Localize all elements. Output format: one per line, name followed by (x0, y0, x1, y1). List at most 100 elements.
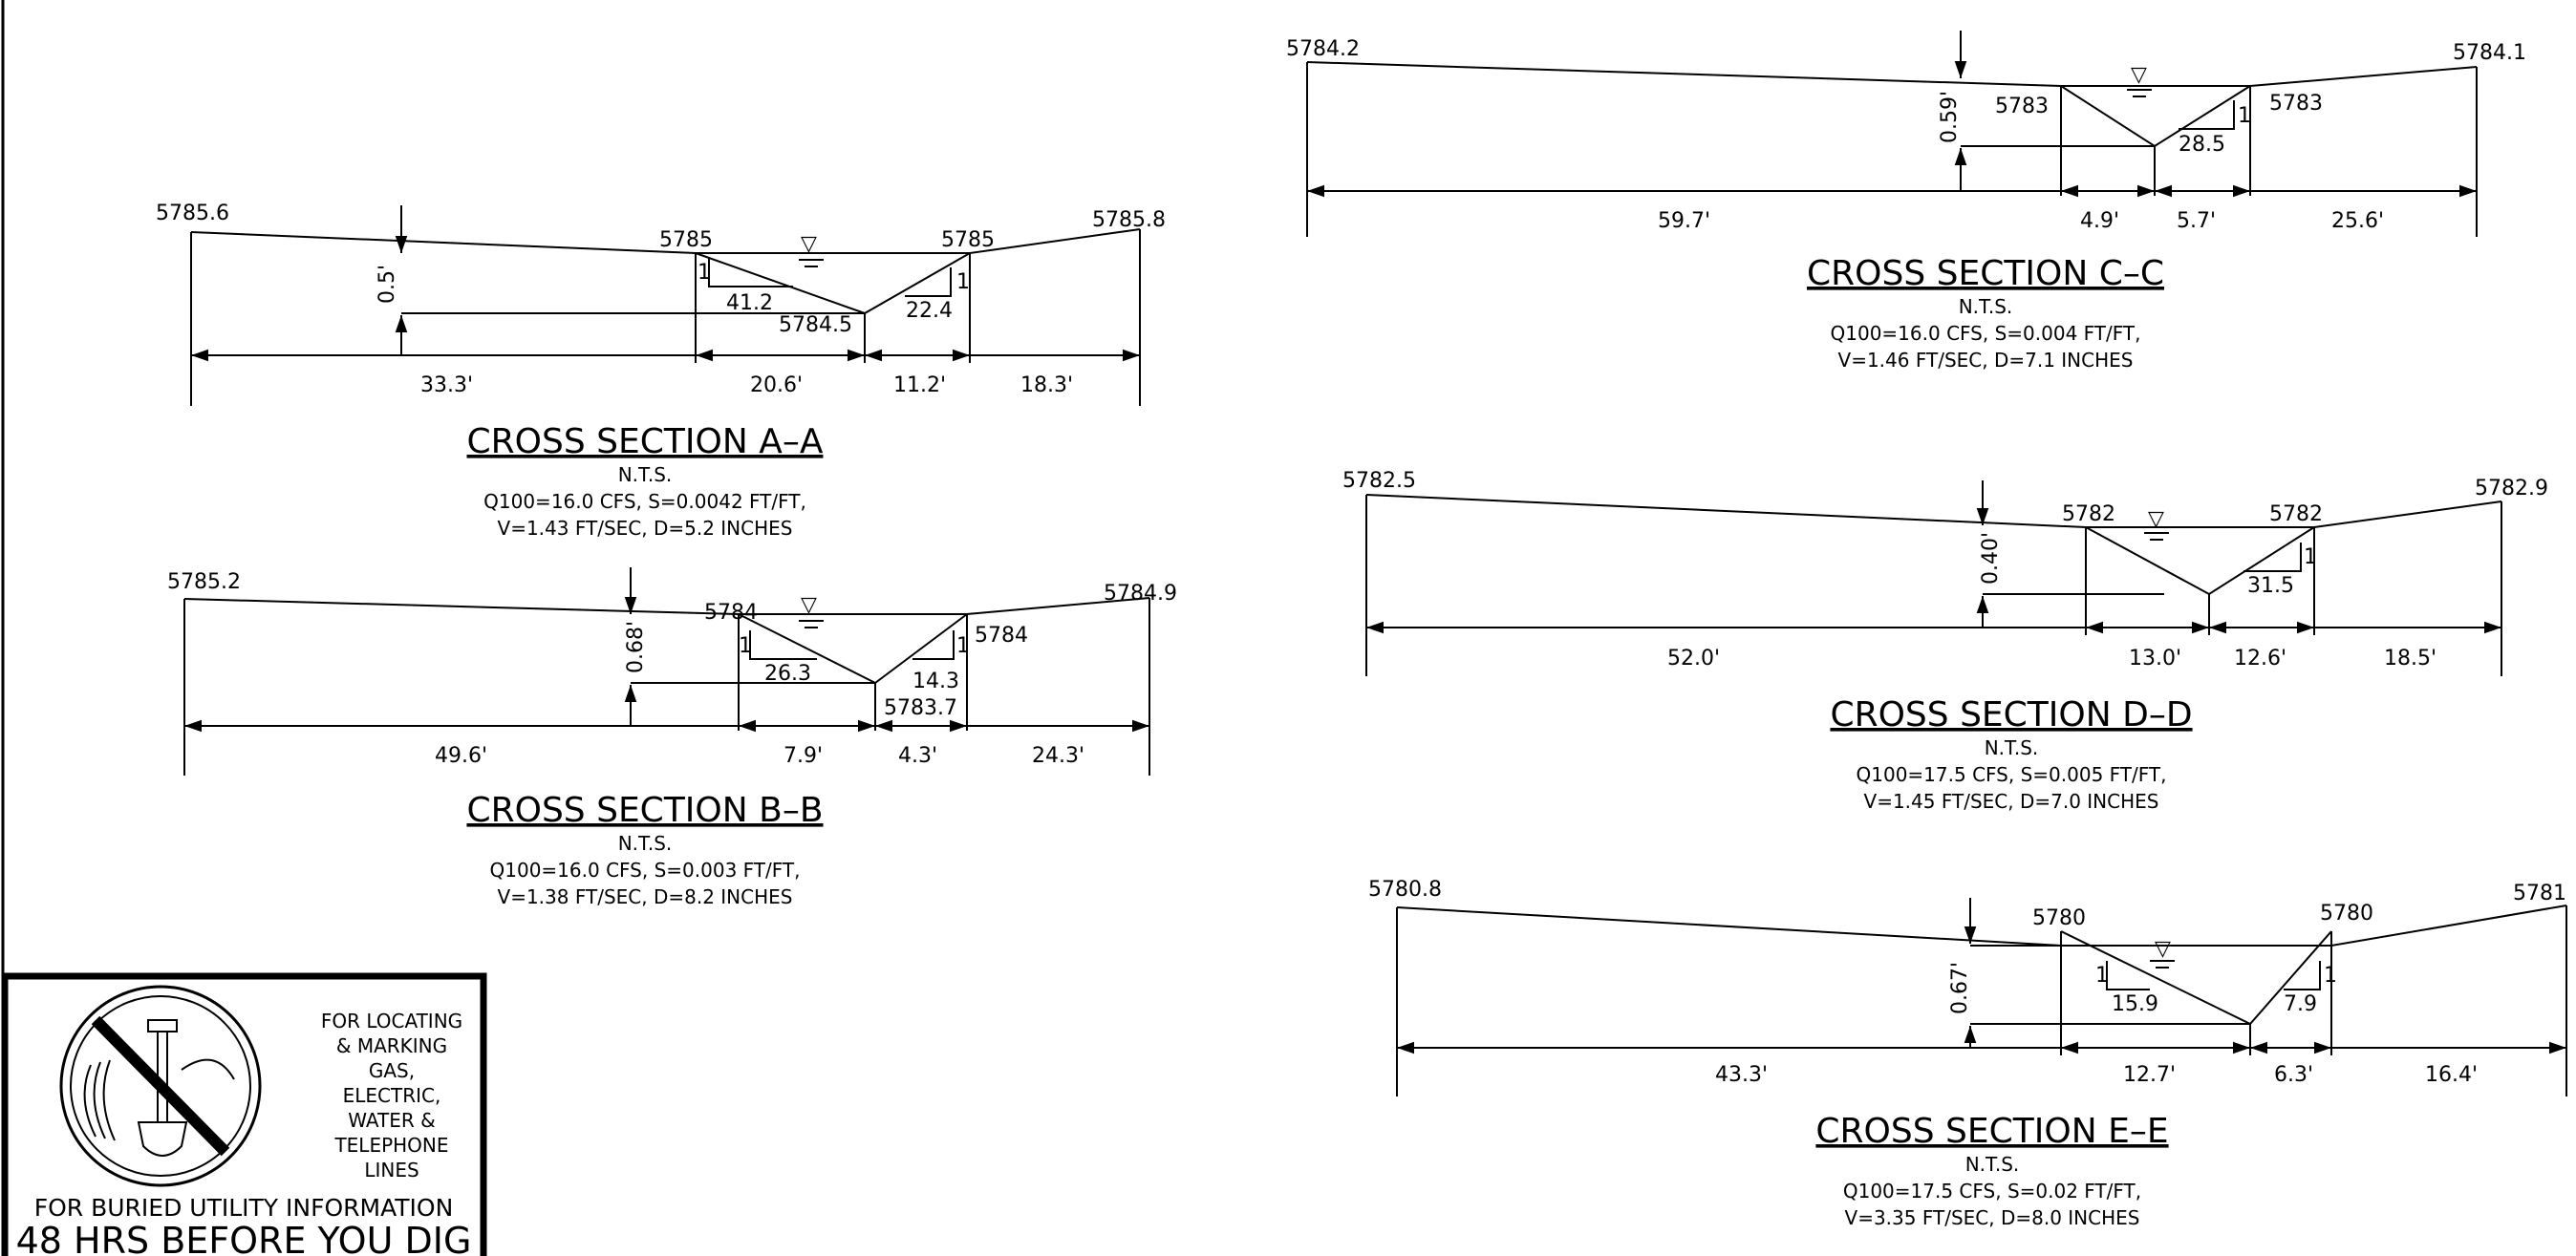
water-surface-symbol: ▽ (2131, 63, 2147, 87)
elev-right: 5784.9 (1104, 582, 1177, 606)
dig-side-line-1: FOR LOCATING (321, 1010, 462, 1032)
section-title: CROSS SECTION C–C (1807, 254, 2164, 293)
slope-rise-right: 1 (956, 634, 970, 658)
slope-run-right: 22.4 (906, 299, 953, 323)
elev-right: 5784.1 (2453, 41, 2526, 65)
section-title: CROSS SECTION A–A (467, 422, 824, 461)
scale-note: N.T.S. (618, 463, 673, 486)
slope-rise-right: 1 (2238, 104, 2251, 128)
width-1: 49.6' (435, 744, 487, 768)
slope-run-right: 28.5 (2179, 133, 2225, 157)
slope-rise-left: 1 (2095, 964, 2109, 988)
slope-triangle-left (2106, 961, 2150, 990)
elev-left: 5785.2 (167, 570, 241, 594)
width-1: 59.7' (1658, 209, 1710, 233)
section-title: CROSS SECTION D–D (1830, 695, 2192, 734)
elev-top-left: 5780 (2032, 906, 2086, 930)
ground-profile (1396, 905, 2567, 947)
width-2: 4.9' (2080, 209, 2119, 233)
elev-left: 5784.2 (1286, 37, 1360, 61)
dig-side-line-3: GAS, (369, 1059, 415, 1082)
scale-note: N.T.S. (1985, 736, 2039, 759)
width-3: 4.3' (898, 744, 937, 768)
scale-note: N.T.S. (1965, 1153, 2020, 1176)
scale-note: N.T.S. (1959, 295, 2013, 318)
dig-notice-line-2: 48 HRS BEFORE YOU DIG (16, 1220, 472, 1256)
slope-triangle-left (708, 258, 793, 287)
width-2: 7.9' (784, 744, 823, 768)
cross-section-b: ▽ 5785.2 5784 5784 5784.9 5783.7 0.68' 1… (167, 567, 1177, 908)
slope-run-right: 7.9 (2284, 992, 2317, 1016)
elev-top-right: 5780 (2320, 902, 2373, 926)
slope-triangle-right (912, 630, 955, 660)
slope-rise-right: 1 (956, 270, 970, 294)
dig-notice-line-1: FOR BURIED UTILITY INFORMATION (34, 1194, 454, 1222)
slope-triangle-left (749, 630, 817, 660)
hydraulics-line-2: V=1.46 FT/SEC, D=7.1 INCHES (1838, 349, 2134, 372)
slope-rise-left: 1 (698, 261, 711, 285)
slope-run-right: 14.3 (912, 670, 959, 693)
dig-side-line-2: & MARKING (336, 1034, 447, 1057)
elev-top-right: 5783 (2269, 92, 2323, 116)
cross-section-a: ▽ 5785.6 5785 5785 5785.8 5784.5 0.5' 1 … (156, 202, 1166, 540)
slope-run-left: 15.9 (2112, 992, 2158, 1016)
dig-notice-box: FOR LOCATING & MARKING GAS, ELECTRIC, WA… (1, 972, 487, 1256)
depth-label: 0.5' (376, 265, 399, 304)
elev-bottom: 5783.7 (884, 696, 957, 720)
elev-top-left: 5782 (2062, 502, 2115, 526)
slope-rise-left: 1 (739, 634, 752, 658)
width-2: 12.7' (2123, 1063, 2176, 1087)
water-surface-symbol: ▽ (801, 232, 817, 256)
elev-left: 5782.5 (1342, 469, 1416, 493)
cross-section-c: ▽ 5784.2 5783 5783 5784.1 0.59' 1 28.5 5… (1286, 31, 2526, 372)
section-title: CROSS SECTION E–E (1815, 1112, 2168, 1151)
width-4: 18.3' (1020, 373, 1073, 397)
water-surface-symbol: ▽ (801, 593, 817, 617)
width-1: 52.0' (1667, 647, 1720, 671)
depth-label: 0.68' (624, 621, 648, 673)
ground-profile (1306, 61, 2478, 87)
hydraulics-line-2: V=1.43 FT/SEC, D=5.2 INCHES (498, 517, 793, 540)
hydraulics-line-2: V=1.45 FT/SEC, D=7.0 INCHES (1864, 790, 2159, 813)
slope-run-right: 31.5 (2247, 574, 2294, 598)
elev-top-left: 5783 (1995, 95, 2049, 118)
elev-bottom: 5784.5 (779, 313, 852, 337)
no-dig-icon (59, 985, 262, 1187)
width-3: 11.2' (893, 373, 946, 397)
scale-note: N.T.S. (618, 832, 673, 855)
elev-top-right: 5784 (975, 624, 1028, 648)
elev-left: 5780.8 (1368, 878, 1442, 902)
section-title: CROSS SECTION B–B (466, 791, 823, 830)
depth-label: 0.59' (1938, 91, 1962, 143)
hydraulics-line-2: V=1.38 FT/SEC, D=8.2 INCHES (498, 885, 793, 908)
width-3: 12.6' (2234, 647, 2286, 671)
cross-section-d: ▽ 5782.5 5782 5782 5782.9 0.40' 1 31.5 5… (1342, 469, 2548, 813)
slope-run-left: 41.2 (726, 291, 773, 315)
hydraulics-line-1: Q100=17.5 CFS, S=0.005 FT/FT, (1857, 763, 2167, 786)
water-surface-symbol: ▽ (2148, 507, 2164, 531)
hydraulics-line-1: Q100=16.0 CFS, S=0.003 FT/FT, (490, 859, 801, 882)
elev-top-right: 5782 (2269, 502, 2323, 526)
dig-side-line-4: ELECTRIC, (343, 1084, 441, 1107)
hydraulics-line-2: V=3.35 FT/SEC, D=8.0 INCHES (1845, 1206, 2140, 1229)
elev-top-left: 5784 (704, 601, 758, 625)
slope-triangle-right (905, 267, 952, 297)
elev-top-right: 5785 (941, 228, 995, 252)
dig-side-line-7: LINES (364, 1159, 419, 1181)
elev-top-left: 5785 (659, 228, 713, 252)
slope-triangle-right (2243, 543, 2302, 572)
dig-side-line-5: WATER & (348, 1109, 436, 1132)
slope-triangle-right (2179, 100, 2235, 130)
ground-profile (183, 597, 1150, 615)
width-3: 5.7' (2177, 209, 2216, 233)
ground-profile (1365, 494, 2502, 528)
hydraulics-line-1: Q100=16.0 CFS, S=0.004 FT/FT, (1831, 322, 2141, 345)
hydraulics-line-1: Q100=17.5 CFS, S=0.02 FT/FT, (1843, 1180, 2141, 1203)
width-1: 43.3' (1715, 1063, 1768, 1087)
width-1: 33.3' (420, 373, 473, 397)
slope-rise-right: 1 (2324, 964, 2337, 988)
slope-run-left: 26.3 (764, 662, 811, 686)
slope-rise-right: 1 (2304, 545, 2317, 569)
elev-right: 5781 (2513, 882, 2566, 905)
